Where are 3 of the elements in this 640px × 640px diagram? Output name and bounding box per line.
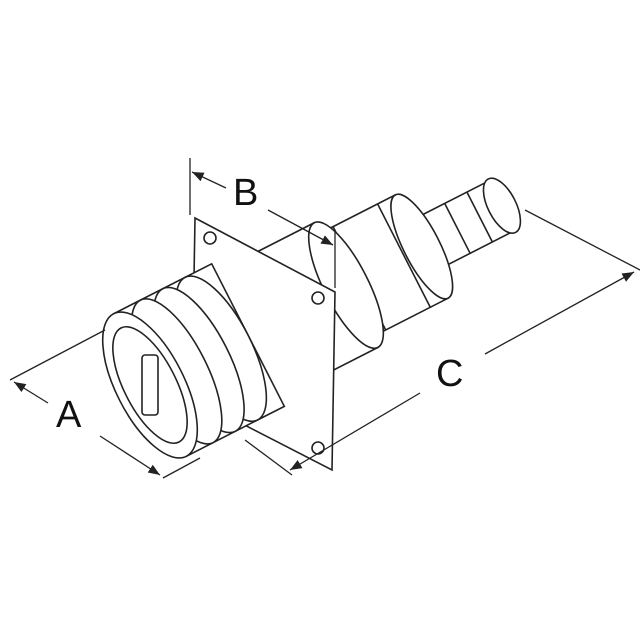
- dimension-label: C: [436, 355, 464, 393]
- dimension-label: B: [233, 174, 258, 212]
- dimension-label: A: [56, 396, 82, 434]
